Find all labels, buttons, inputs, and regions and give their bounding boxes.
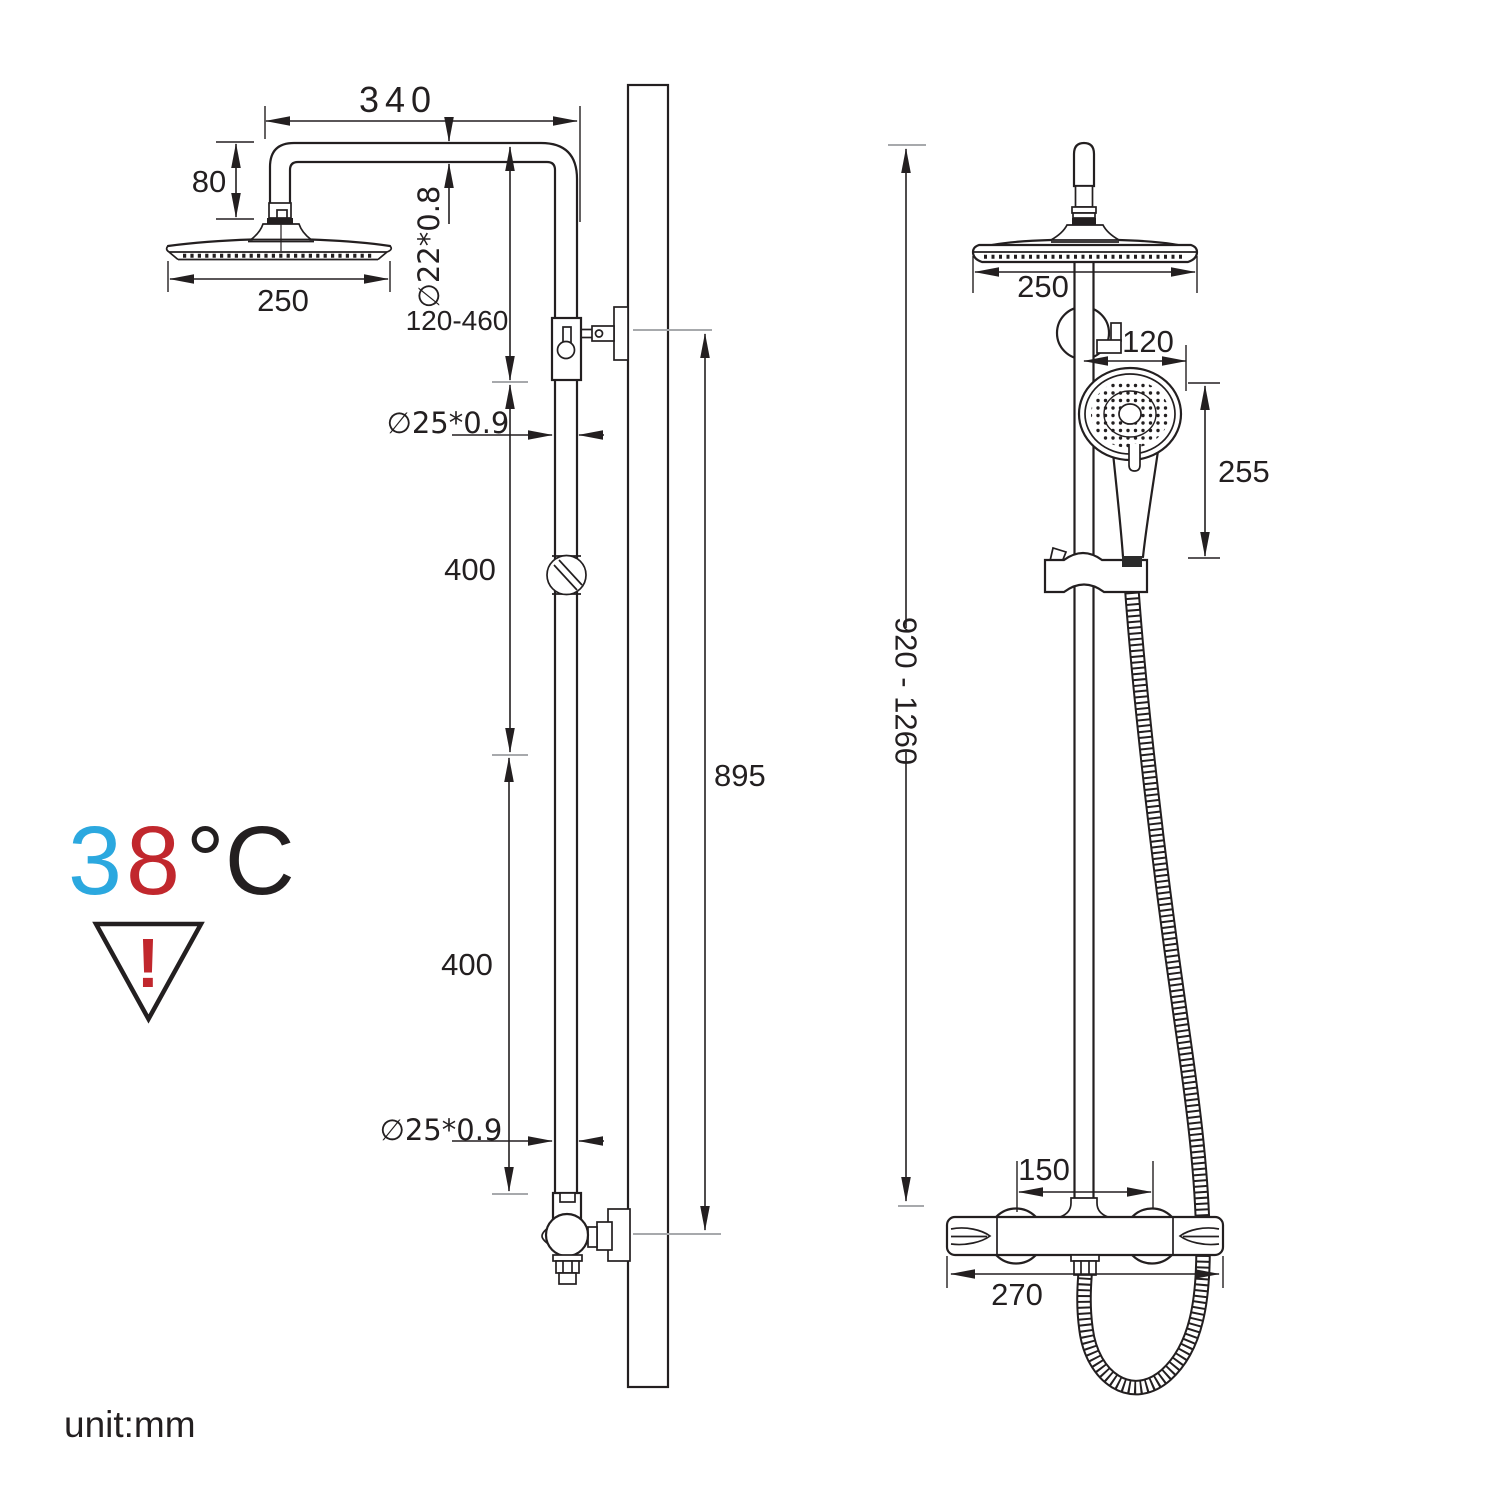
thermostat-valve-front xyxy=(945,1197,1225,1276)
temperature-value: 38°C xyxy=(68,806,295,915)
rail-slider-clamp xyxy=(546,554,587,596)
hose-hex-nut xyxy=(1073,1260,1097,1276)
hand-shower-handle xyxy=(1111,451,1125,559)
shower-arm-and-rail xyxy=(268,141,579,1198)
dim-head-diameter-side-label: 250 xyxy=(257,283,309,318)
thermostat-valve-side xyxy=(541,1191,631,1285)
diverter-elbow xyxy=(1096,322,1122,354)
dim-arm-length-label: 340 xyxy=(359,79,437,120)
overhead-shower-side xyxy=(165,202,393,261)
head-gasket-front xyxy=(1072,218,1096,225)
dim-rail-lower-label: 400 xyxy=(441,947,493,982)
shower-hose xyxy=(1076,591,1211,1396)
front-view-drawing: 920 - 1260 250 120 255 150 270 xyxy=(888,141,1270,1396)
dim-arm-tube-label: ∅22*0.8 xyxy=(412,186,446,309)
hose-coil-texture xyxy=(1077,591,1210,1395)
handle-socket xyxy=(1122,556,1142,567)
hand-shower xyxy=(1077,366,1183,559)
dim-inlet-spacing-label: 150 xyxy=(1018,1152,1070,1187)
footer: unit:mm xyxy=(64,1404,196,1445)
warning-exclamation: ! xyxy=(136,924,159,1002)
temperature-digit-blue: 3 xyxy=(68,806,122,915)
dim-valve-width-label: 270 xyxy=(991,1277,1043,1312)
overhead-shower-front xyxy=(971,224,1199,264)
rail-front xyxy=(1071,141,1097,1200)
temperature-digit-red: 8 xyxy=(126,806,180,915)
dim-head-diameter-front-label: 250 xyxy=(1017,269,1069,304)
slider-bracket-body xyxy=(1043,551,1149,594)
slider-screw xyxy=(546,554,587,596)
slider-bracket xyxy=(1043,546,1149,594)
dim-overall-height-label: 920 - 1260 xyxy=(889,617,924,765)
rail-valve-connector xyxy=(1059,1197,1109,1218)
dim-rail-tube-lower-label: ∅25*0.9 xyxy=(380,1113,503,1147)
bracket-wall-plate xyxy=(613,306,629,361)
dim-hand-shower-length-label: 255 xyxy=(1218,454,1270,489)
dim-head-offset-label: 80 xyxy=(192,164,226,199)
dim-bracket-range-label: 120-460 xyxy=(406,305,509,336)
dim-hand-shower-offset-label: 120 xyxy=(1122,324,1174,359)
head-disc-front xyxy=(971,243,1199,264)
valve-hex-nut xyxy=(555,1260,580,1274)
wall-panel xyxy=(626,83,670,1389)
head-gasket xyxy=(267,218,293,224)
temperature-safety-badge: 38°C ! xyxy=(68,806,295,1024)
unit-note: unit:mm xyxy=(64,1404,196,1445)
warning-triangle-icon xyxy=(92,921,205,1024)
dimensions-side: 340 80 250 ∅22*0.8 120-460 400 ∅25*0.9 xyxy=(167,79,766,1235)
dim-rail-upper-label: 400 xyxy=(444,552,496,587)
side-view-drawing: 340 80 250 ∅22*0.8 120-460 400 ∅25*0.9 xyxy=(165,79,766,1389)
temperature-unit: °C xyxy=(186,806,295,915)
rail-top-cap xyxy=(1072,141,1096,188)
valve-body-side xyxy=(544,1212,590,1258)
dimensions-front: 920 - 1260 250 120 255 150 270 xyxy=(888,144,1270,1312)
bracket-knob xyxy=(556,340,576,360)
mode-switch-clip xyxy=(1128,444,1141,472)
dim-rail-length-label: 895 xyxy=(714,758,766,793)
upper-wall-bracket xyxy=(550,306,629,382)
head-bell-mount-front xyxy=(1047,224,1123,241)
